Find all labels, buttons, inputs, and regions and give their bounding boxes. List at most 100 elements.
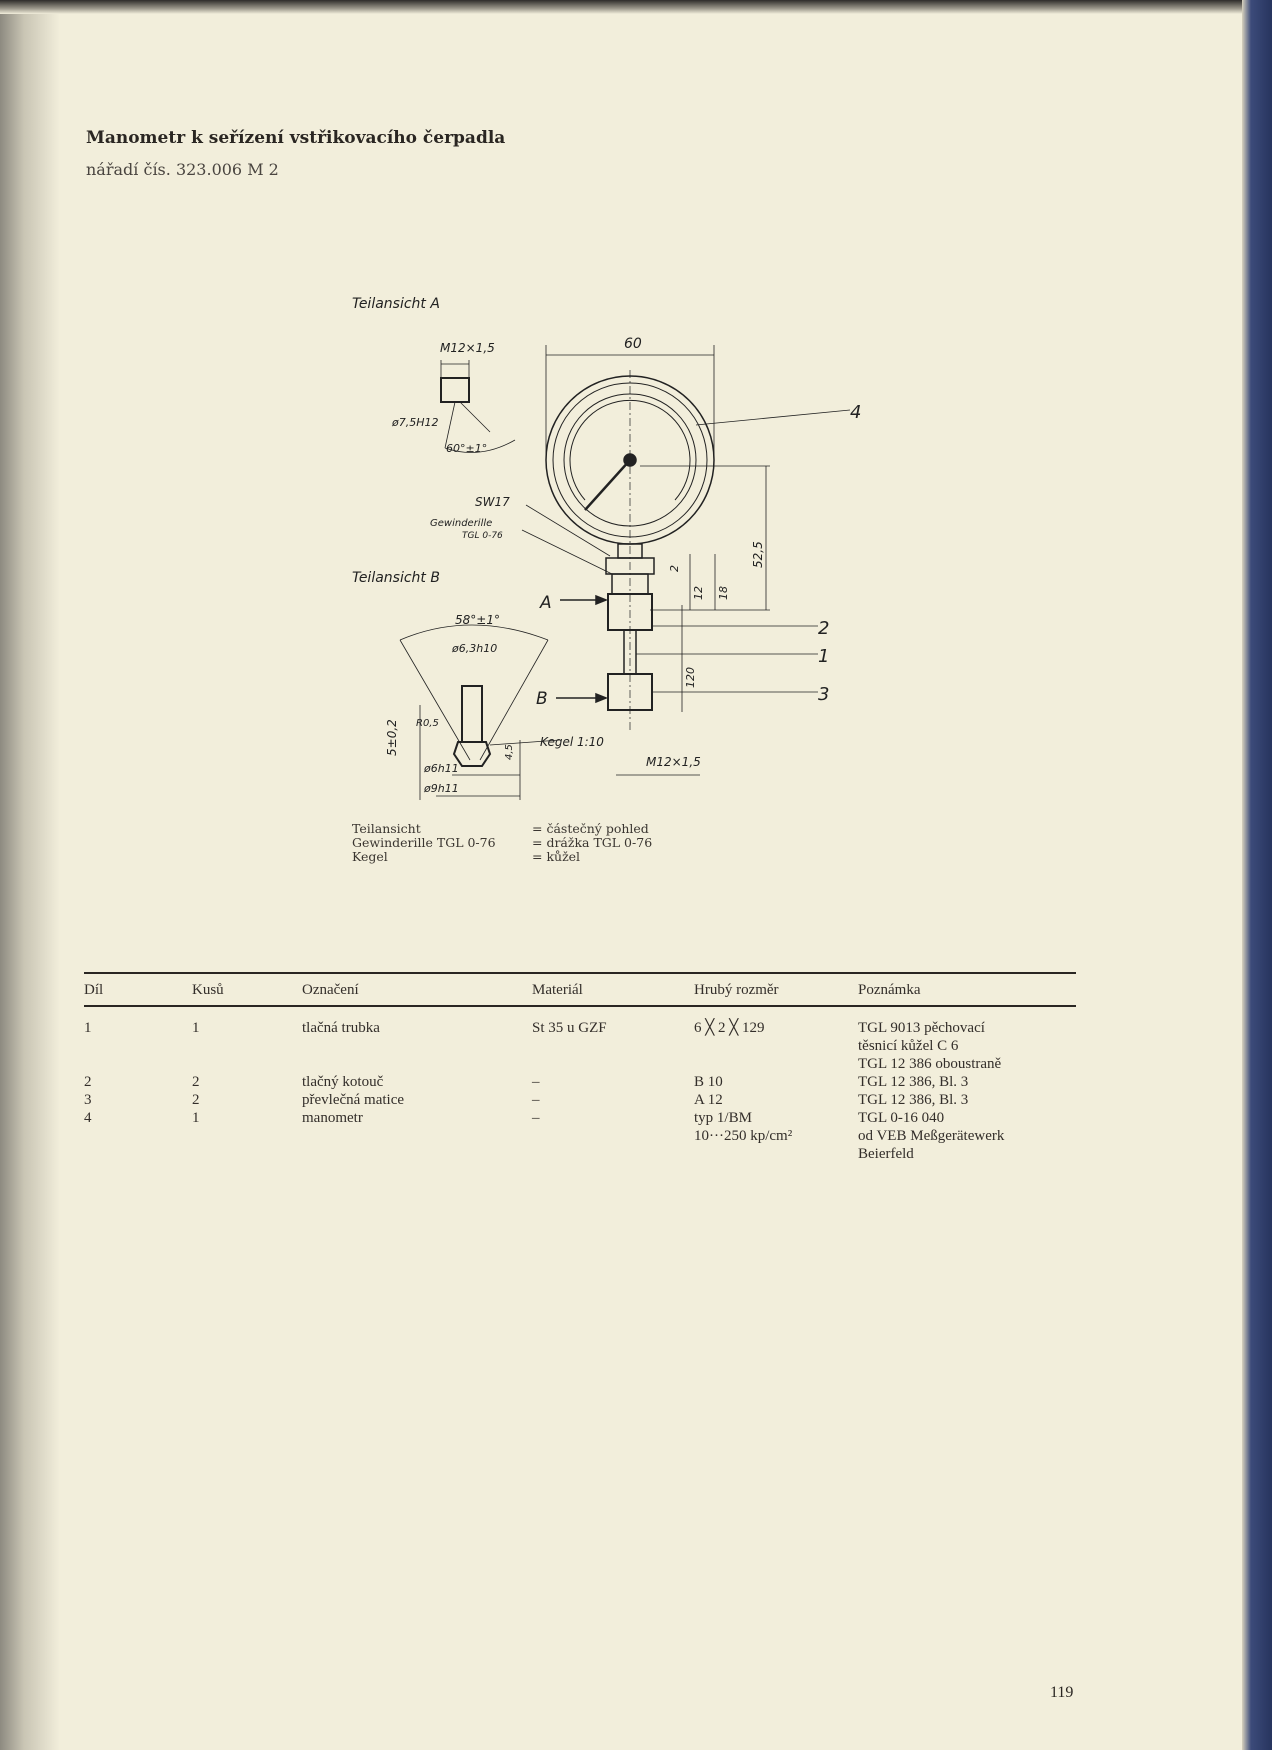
label-teilansicht-b: Teilansicht B xyxy=(352,570,440,586)
table-row: Beierfeld xyxy=(84,1145,1076,1163)
dim-d75: ø7,5H12 xyxy=(391,416,439,429)
table-cell xyxy=(302,1037,532,1055)
table-cell xyxy=(192,1037,302,1055)
table-cell: manometr xyxy=(302,1110,363,1126)
page-shadow xyxy=(0,0,60,1750)
ref-3: 3 xyxy=(818,684,829,705)
page-title: Manometr k seřízení vstřikovacího čerpad… xyxy=(86,128,506,148)
table-cell: – xyxy=(532,1074,540,1090)
label-m12-top: M12×1,5 xyxy=(440,341,495,355)
dim-d9: ø9h11 xyxy=(423,782,459,795)
table-cell: převlečná matice xyxy=(302,1092,405,1108)
table-cell: Beierfeld xyxy=(858,1146,914,1162)
ref-4: 4 xyxy=(850,402,861,423)
legend-term: Teilansicht xyxy=(352,821,421,836)
table-cell: – xyxy=(532,1092,540,1108)
ref-1: 1 xyxy=(818,646,829,667)
table-cell: 1 xyxy=(84,1020,92,1036)
table-cell xyxy=(694,1055,858,1073)
table-cell: TGL 12 386 oboustraně xyxy=(858,1056,1002,1072)
table-cell: 3 xyxy=(84,1092,92,1108)
label-gewinderille: Gewinderille xyxy=(430,518,492,529)
legend-meaning: = částečný pohled xyxy=(532,821,649,836)
arrow-a-label: A xyxy=(539,593,552,613)
page-subtitle: nářadí čís. 323.006 M 2 xyxy=(86,160,279,179)
table-cell: A 12 xyxy=(694,1092,723,1108)
table-cell xyxy=(192,1055,302,1073)
table-cell xyxy=(84,1037,192,1055)
label-sw17: SW17 xyxy=(475,495,510,509)
dim-12: 12 xyxy=(692,586,705,600)
table-cell xyxy=(192,1145,302,1163)
table-cell: 1 xyxy=(192,1020,200,1036)
dim-5: 5±0,2 xyxy=(385,719,399,756)
dim-2: 2 xyxy=(668,565,681,572)
table-cell: typ 1/BM xyxy=(694,1110,752,1126)
arrow-b-label: B xyxy=(536,689,548,709)
table-cell xyxy=(302,1127,532,1145)
table-cell xyxy=(532,1055,694,1073)
dim-d6: ø6h11 xyxy=(423,762,459,775)
gauge-needle xyxy=(584,459,631,511)
dim-4-5: 4,5 xyxy=(504,744,515,760)
table-cell xyxy=(84,1127,192,1145)
header-cell: Díl xyxy=(84,982,104,998)
dim-60: 60 xyxy=(624,336,642,352)
dim-d63: ø6,3h10 xyxy=(451,642,497,655)
header-cell: Označení xyxy=(302,982,359,998)
legend-meaning: = kůžel xyxy=(532,849,581,864)
table-top-rule xyxy=(84,972,1076,974)
label-kegel: Kegel 1:10 xyxy=(540,735,604,749)
parts-table: Díl Kusů Označení Materiál Hrubý rozměr … xyxy=(84,972,1076,1163)
header-cell: Kusů xyxy=(192,982,224,998)
table-cell: tlačná trubka xyxy=(302,1020,380,1036)
legend-meaning: = drážka TGL 0-76 xyxy=(532,835,653,850)
table-cell: 2 xyxy=(84,1074,92,1090)
header-cell: Poznámka xyxy=(858,982,921,998)
table-cell xyxy=(302,1055,532,1073)
table-cell xyxy=(532,1037,694,1055)
table-header: Díl Kusů Označení Materiál Hrubý rozměr … xyxy=(84,974,1076,1005)
table-header-rule xyxy=(84,1005,1076,1007)
translation-legend: Teilansicht = částečný pohled Gewinderill… xyxy=(352,822,652,864)
legend-term: Gewinderille TGL 0-76 xyxy=(352,835,496,850)
table-row: těsnicí kůžel C 6 xyxy=(84,1037,1076,1055)
ref-2: 2 xyxy=(818,618,829,639)
table-cell: 6 ╳ 2 ╳ 129 xyxy=(694,1020,765,1036)
table-cell: 10···250 kp/cm² xyxy=(694,1128,793,1144)
label-tgl076: TGL 0-76 xyxy=(462,531,503,541)
table-row: 1 1 tlačná trubka St 35 u GZF 6 ╳ 2 ╳ 129 TGL… xyxy=(84,1019,1076,1037)
table-cell xyxy=(532,1145,694,1163)
table-cell xyxy=(192,1127,302,1145)
table-row: 4 1 manometr – typ 1/BM TGL 0-16 040 xyxy=(84,1109,1076,1127)
table-row: 2 2 tlačný kotouč – B 10 TGL 12 386, Bl. 3 xyxy=(84,1073,1076,1091)
table-cell: TGL 12 386, Bl. 3 xyxy=(858,1074,969,1090)
table-cell: 2 xyxy=(192,1074,200,1090)
label-teilansicht-a: Teilansicht A xyxy=(352,296,440,312)
table-cell: St 35 u GZF xyxy=(532,1020,607,1036)
table-cell: TGL 9013 pěchovací xyxy=(858,1020,985,1036)
table-cell: 4 xyxy=(84,1110,92,1126)
header-cell: Materiál xyxy=(532,982,583,998)
table-cell xyxy=(694,1037,858,1055)
dim-52-5: 52,5 xyxy=(751,541,765,568)
table-cell: 1 xyxy=(192,1110,200,1126)
table-cell xyxy=(302,1145,532,1163)
dim-r05: R0,5 xyxy=(416,718,439,729)
dim-18: 18 xyxy=(717,586,730,600)
table-row: TGL 12 386 oboustraně xyxy=(84,1055,1076,1073)
label-m12-bottom: M12×1,5 xyxy=(646,755,701,769)
table-cell: tlačný kotouč xyxy=(302,1074,384,1090)
page-top-edge xyxy=(0,0,1272,14)
table-cell xyxy=(84,1145,192,1163)
table-cell: B 10 xyxy=(694,1074,723,1090)
table-cell xyxy=(532,1127,694,1145)
table-cell: TGL 12 386, Bl. 3 xyxy=(858,1092,969,1108)
table-cell: TGL 0-16 040 xyxy=(858,1110,945,1126)
page-number: 119 xyxy=(1050,1684,1074,1701)
table-cell: – xyxy=(532,1110,540,1126)
